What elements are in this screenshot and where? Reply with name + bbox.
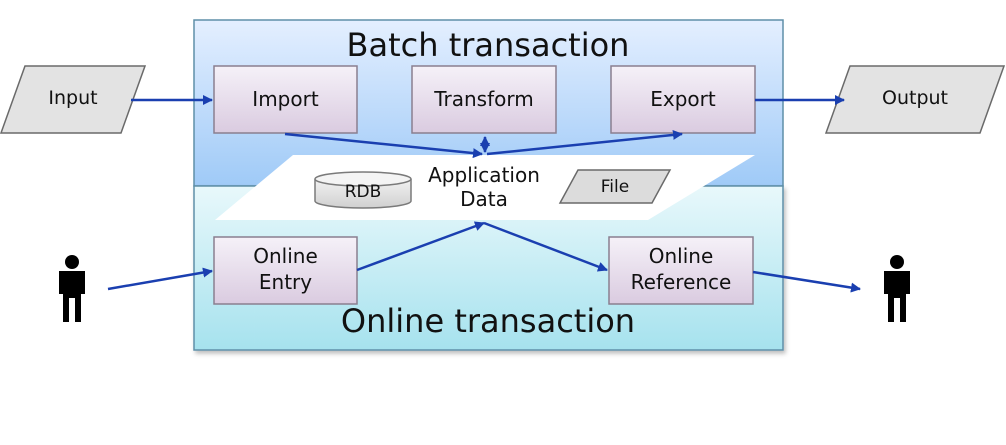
person-icon: [884, 255, 910, 322]
arrow-data-to-reference: [483, 221, 608, 272]
online-reference-label-line2: Reference: [631, 270, 732, 294]
flow-arrows: [107, 95, 861, 293]
export-process-box: Export: [610, 65, 756, 134]
arrow-import-to-data: [284, 132, 483, 159]
application-data-label-line2: Data: [460, 187, 508, 211]
input-shape: Input: [0, 65, 147, 134]
file-label: File: [601, 177, 629, 197]
output-shape: Output: [824, 65, 1006, 134]
arrow-user-to-entry: [107, 267, 213, 291]
transform-label: Transform: [433, 87, 533, 111]
person-icon: [59, 255, 85, 322]
arrow-data-to-export: [486, 129, 683, 156]
import-label: Import: [252, 87, 319, 111]
input-label: Input: [48, 87, 97, 109]
import-process-box: Import: [213, 65, 358, 134]
online-entry-label-line1: Online: [253, 244, 318, 268]
online-entry-label-line2: Entry: [259, 270, 312, 294]
application-data-label-line1: Application: [428, 163, 540, 187]
file-store-shape: File: [558, 169, 672, 204]
arrow-reference-to-user: [752, 270, 861, 293]
output-label: Output: [882, 87, 948, 109]
online-reference-label-line1: Online: [649, 244, 714, 268]
online-transaction-title: Online transaction: [341, 302, 635, 340]
batch-transaction-title: Batch transaction: [347, 26, 630, 64]
export-label: Export: [650, 87, 716, 111]
online-reference-process-box: Online Reference: [608, 236, 754, 305]
online-entry-process-box: Online Entry: [213, 236, 358, 305]
arrow-entry-to-data: [356, 221, 485, 272]
rdb-database-icon: RDB: [314, 171, 412, 209]
rdb-label: RDB: [345, 182, 382, 202]
transform-process-box: Transform: [411, 65, 557, 134]
